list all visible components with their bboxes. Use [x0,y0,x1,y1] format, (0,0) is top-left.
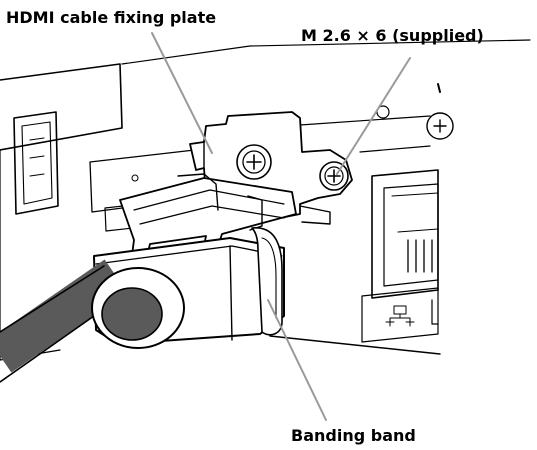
label-screw: M 2.6 × 6 (supplied) [301,26,484,45]
banding-band [251,227,283,336]
label-fixing-plate: HDMI cable fixing plate [6,8,217,27]
leader-plate [151,32,213,154]
hdmi-cable [0,259,185,383]
leader-lines [151,32,411,421]
leader-band [267,299,327,421]
label-banding-band: Banding band [291,426,416,445]
leader-screw [336,57,411,175]
